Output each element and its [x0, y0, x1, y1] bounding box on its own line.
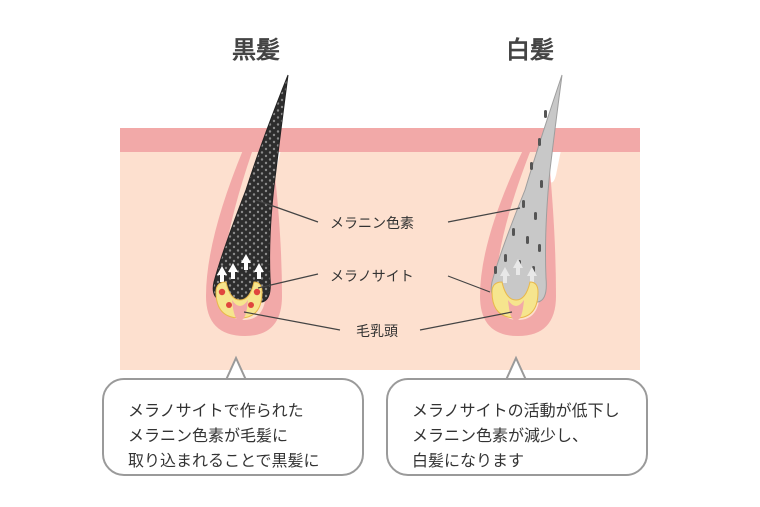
bubble-line: 取り込まれることで黒髪に	[128, 451, 320, 470]
bubble-line: メラノサイトの活動が低下し	[412, 401, 620, 420]
title-white-hair: 白髪	[506, 36, 554, 64]
explanation-bubble-black: メラノサイトで作られた メラニン色素が毛髪に 取り込まれることで黒髪に	[102, 378, 364, 476]
explanation-bubble-white: メラノサイトの活動が低下し メラニン色素が減少し、 白髪になります	[386, 378, 648, 476]
bubble-line: メラニン色素が減少し、	[412, 426, 589, 445]
white-hair	[490, 74, 563, 321]
arrow-icons-gray	[500, 259, 537, 283]
bubble-line: メラニン色素が毛髪に	[128, 426, 289, 445]
bubble-line: メラノサイトで作られた	[128, 401, 304, 420]
label-papilla: 毛乳頭	[356, 324, 398, 340]
bubble-line: 白髪になります	[412, 451, 525, 470]
title-black-hair: 黒髪	[232, 36, 280, 64]
melanocyte-black	[215, 281, 263, 321]
black-hair	[212, 74, 289, 321]
leader-lines	[243, 199, 521, 331]
bubble-tail-left	[225, 355, 247, 381]
label-melanocyte: メラノサイト	[330, 269, 414, 285]
label-melanin: メラニン色素	[330, 215, 414, 232]
melanocyte-white	[491, 281, 539, 321]
melanin-arrow-icons	[217, 254, 264, 282]
bubble-tail-right	[505, 355, 527, 381]
